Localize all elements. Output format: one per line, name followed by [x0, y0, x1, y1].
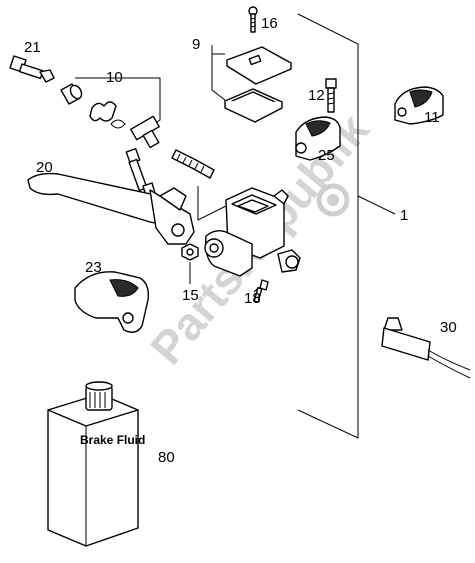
bleeder-21: [9, 55, 55, 83]
piston-clip: [110, 119, 126, 129]
leader-pushrod: [197, 186, 227, 221]
brake-lever: [27, 172, 195, 245]
pivot-nut: [181, 243, 199, 261]
master-cylinder-body: [204, 187, 301, 277]
callout-9: 9: [192, 36, 200, 53]
assembly-frame-line: [297, 13, 359, 439]
pushrod-spring: [171, 149, 215, 179]
callout-23: 23: [85, 259, 102, 276]
reservoir-cover: [226, 46, 292, 85]
leader-18: [253, 287, 259, 293]
fluid-label: Brake Fluid: [80, 433, 145, 447]
callout-18: 18: [244, 290, 261, 307]
reservoir-diaphragm: [224, 88, 283, 123]
leader-1: [357, 195, 396, 215]
pushrod: [125, 147, 156, 197]
callout-12: 12: [308, 87, 325, 104]
clamp-11: [394, 86, 444, 125]
callout-10: 10: [106, 69, 123, 86]
brake-fluid-can: Brake Fluid: [47, 381, 145, 547]
callout-21: 21: [24, 39, 41, 56]
watermark-logo: [316, 183, 350, 217]
piston-spring: [89, 101, 117, 122]
brake-switch: [381, 317, 471, 379]
callout-15: 15: [182, 287, 199, 304]
screw-16: [248, 6, 258, 33]
callout-16: 16: [261, 15, 278, 32]
callout-20: 20: [36, 159, 53, 176]
screw-18: [253, 279, 269, 303]
piston: [130, 115, 160, 149]
callout-30: 30: [440, 319, 457, 336]
leader-9: [211, 45, 226, 101]
piston-cap: [60, 83, 83, 105]
bolt-12: [325, 78, 337, 113]
callout-11: 11: [424, 109, 440, 126]
callout-1: 1: [400, 207, 408, 224]
clamp-23: [74, 271, 150, 333]
callout-25: 25: [318, 147, 335, 164]
clamp-25: [295, 116, 341, 161]
callout-80: 80: [158, 449, 175, 466]
